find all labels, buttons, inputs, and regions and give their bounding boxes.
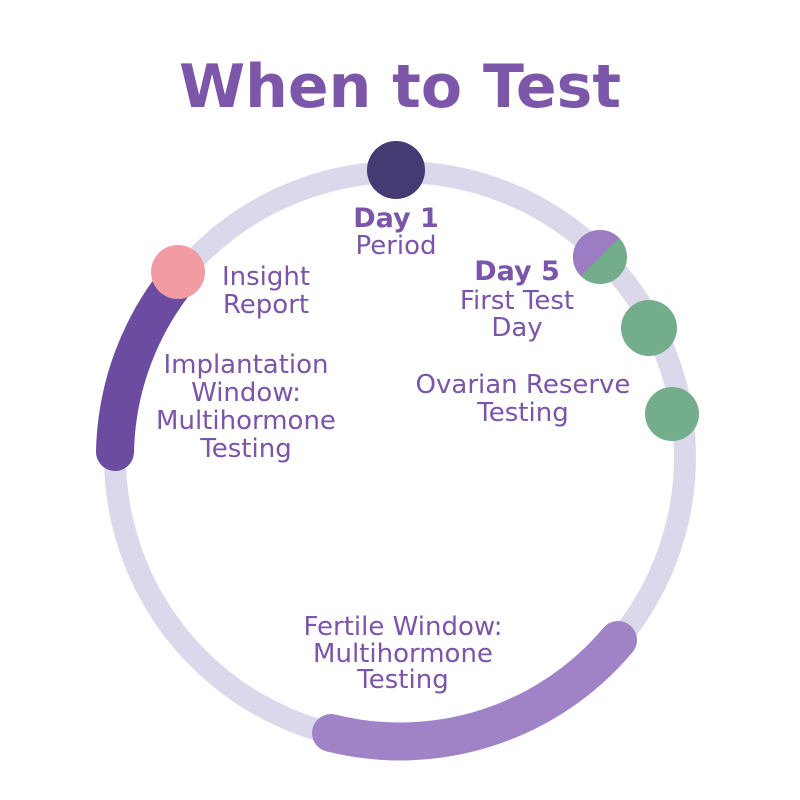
fertile-label-line2: Multihormone: [313, 639, 493, 669]
implantation-label-line4: Testing: [199, 434, 291, 464]
day5-marker-dot: [572, 229, 627, 284]
ovarian-label-line2: Testing: [476, 398, 568, 428]
fertile-label-line3: Testing: [356, 665, 448, 695]
day5-sublabel-line1: First Test: [460, 286, 574, 316]
ovarian-marker-dot-2: [645, 387, 699, 441]
fertile-label-line1: Fertile Window:: [304, 612, 503, 642]
implantation-label-line1: Implantation: [163, 350, 328, 380]
insight-report-marker-dot: [151, 245, 205, 299]
fertile-window-arc: [312, 621, 637, 761]
day1-marker-dot: [367, 141, 425, 199]
implantation-label-line3: Multihormone: [156, 406, 336, 436]
insight-report-label-line2: Report: [223, 290, 309, 320]
ovarian-label-line1: Ovarian Reserve: [416, 370, 631, 400]
day5-heading: Day 5: [474, 256, 560, 287]
page-title: When to Test: [179, 52, 621, 122]
implantation-label-line2: Window:: [191, 378, 301, 408]
day5-dot-purple-half: [572, 229, 620, 277]
day1-sublabel: Period: [355, 231, 436, 261]
day1-heading: Day 1: [353, 203, 439, 234]
ovarian-marker-dot-1: [621, 300, 677, 356]
day5-sublabel-line2: Day: [491, 313, 542, 343]
insight-report-label-line1: Insight: [222, 262, 310, 292]
